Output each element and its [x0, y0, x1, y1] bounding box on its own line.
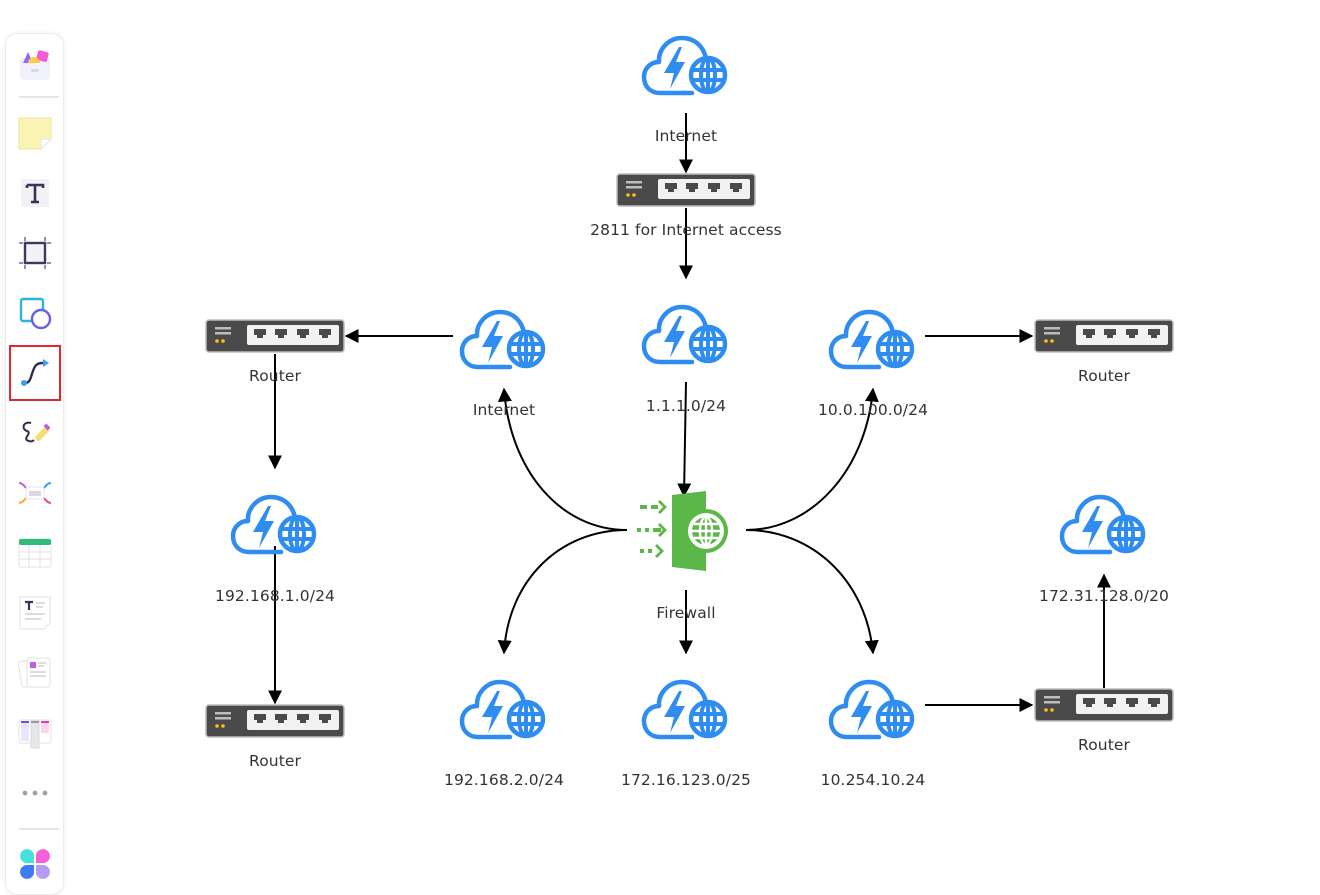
cloud-network-icon [641, 35, 728, 96]
node-label[interactable]: 1.1.1.0/24 [645, 397, 727, 415]
node-label[interactable]: Firewall [656, 604, 716, 622]
router-icon [1034, 688, 1174, 722]
node-label[interactable]: 10.0.100.0/24 [817, 401, 929, 419]
apps-icon [20, 849, 50, 879]
node-net-172-31-128[interactable] [1058, 488, 1150, 558]
toolbar-text[interactable] [10, 168, 60, 218]
toolbar-more[interactable] [10, 768, 60, 818]
node-label[interactable]: 172.31.128.0/20 [1039, 587, 1169, 605]
toolbar-cards[interactable] [10, 648, 60, 698]
toolbar-frame[interactable] [10, 228, 60, 278]
node-router-right-top[interactable] [1034, 319, 1174, 353]
router-icon [1034, 319, 1174, 353]
connector-icon [21, 359, 49, 386]
toolbar-mindmap[interactable] [10, 468, 60, 518]
toolbar-shape[interactable] [10, 288, 60, 338]
toolbar-apps[interactable] [10, 839, 60, 889]
node-net-192-168-1[interactable] [229, 488, 321, 558]
mindmap-icon [18, 482, 52, 504]
node-label[interactable]: 10.254.10.24 [820, 771, 926, 789]
toolbar-connector[interactable] [9, 345, 61, 401]
node-firewall[interactable] [636, 485, 736, 575]
shape-icon [19, 297, 52, 330]
node-label[interactable]: Router [1078, 736, 1130, 754]
kanban-icon [18, 719, 52, 749]
pen-icon [22, 421, 51, 443]
node-label[interactable]: 2811 for Internet access [590, 221, 782, 239]
node-label[interactable]: Router [1078, 367, 1130, 385]
toolbar-divider [19, 828, 59, 830]
toolbar-templates[interactable] [10, 40, 60, 90]
node-label[interactable]: 192.168.2.0/24 [443, 771, 565, 789]
node-router-left-top[interactable] [205, 319, 345, 353]
router-icon [205, 319, 345, 353]
node-internet-left[interactable] [458, 303, 550, 373]
connector-edge[interactable] [745, 529, 879, 655]
toolbar-table[interactable] [10, 528, 60, 578]
node-net-172-16-123[interactable] [640, 673, 732, 743]
node-label[interactable]: Internet [472, 401, 536, 419]
node-router-2811[interactable] [616, 173, 756, 207]
toolbar-sticky-note[interactable] [10, 108, 60, 158]
more-icon [22, 790, 48, 796]
connector-edge[interactable] [497, 529, 628, 655]
table-icon [18, 538, 52, 568]
node-internet-top[interactable] [640, 29, 732, 99]
toolbar-divider [19, 96, 59, 98]
node-label[interactable]: Router [249, 367, 301, 385]
toolbar-document[interactable] [10, 588, 60, 638]
node-label[interactable]: Internet [654, 127, 718, 145]
toolbar-pen[interactable] [10, 408, 60, 458]
node-net-192-168-2[interactable] [458, 673, 550, 743]
router-icon [205, 704, 345, 738]
toolbar-kanban[interactable] [10, 708, 60, 758]
cloud-network-icon [459, 309, 546, 370]
cards-icon [17, 657, 51, 688]
node-net-10-0-100[interactable] [827, 303, 919, 373]
document-icon [19, 596, 51, 630]
cloud-network-icon [828, 309, 915, 370]
node-router-right-bottom[interactable] [1034, 688, 1174, 722]
node-label[interactable]: 192.168.1.0/24 [214, 587, 336, 605]
frame-icon [19, 237, 51, 269]
firewall-icon [637, 491, 728, 571]
cloud-network-icon [641, 304, 728, 365]
cloud-network-icon [641, 679, 728, 740]
node-net-1-1-1[interactable] [640, 298, 732, 368]
left-toolbar [5, 33, 64, 895]
text-icon [19, 177, 51, 209]
cloud-network-icon [828, 679, 915, 740]
node-net-10-254-10[interactable] [827, 673, 919, 743]
router-icon [616, 173, 756, 207]
cloud-network-icon [1059, 494, 1146, 555]
template-box-icon [20, 50, 50, 80]
node-router-left-bottom[interactable] [205, 704, 345, 738]
node-label[interactable]: Router [249, 752, 301, 770]
cloud-network-icon [230, 494, 317, 555]
cloud-network-icon [459, 679, 546, 740]
node-label[interactable]: 172.16.123.0/25 [621, 771, 751, 789]
sticky-note-icon [18, 117, 53, 151]
